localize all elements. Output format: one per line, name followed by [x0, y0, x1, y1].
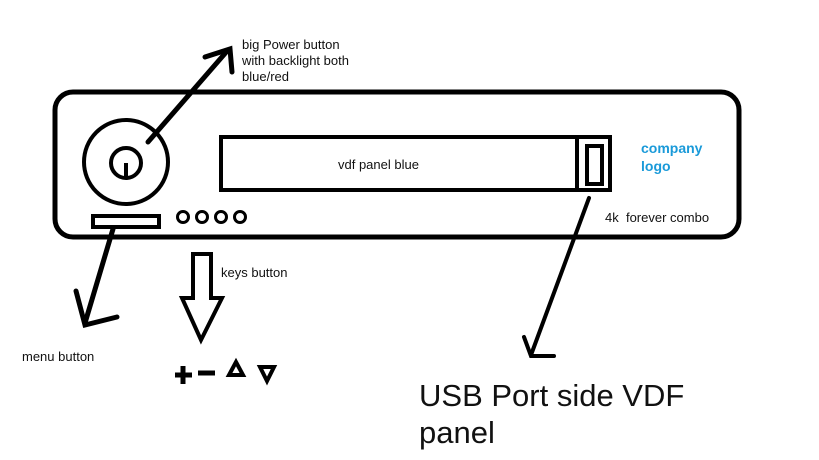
annotation-line: big Power button	[242, 37, 340, 52]
usb-port-annotation: USB Port side VDF panel	[419, 377, 684, 451]
company-logo: company logo	[641, 139, 702, 175]
usb-arrow	[529, 196, 591, 357]
power-button-ring[interactable]	[82, 118, 170, 206]
annotation-line: USB Port side VDF	[419, 378, 685, 413]
annotation-line: with backlight both	[242, 53, 349, 68]
menu-button-annotation: menu button	[22, 349, 95, 364]
annotation-line: panel	[419, 415, 495, 450]
down-triangle-icon	[256, 365, 278, 386]
key-button[interactable]	[233, 210, 247, 224]
keys-arrow	[178, 252, 226, 345]
key-button[interactable]	[195, 210, 209, 224]
keys-button-annotation: keys button	[221, 265, 288, 280]
vfd-panel-label: vdf panel blue	[338, 157, 419, 172]
vfd-panel	[219, 135, 612, 192]
key-button[interactable]	[214, 210, 228, 224]
key-button[interactable]	[176, 210, 190, 224]
plus-icon	[175, 366, 192, 384]
logo-line: logo	[641, 158, 671, 174]
menu-arrow	[82, 226, 116, 326]
menu-button[interactable]	[91, 214, 161, 229]
device-chassis	[52, 89, 742, 240]
annotation-line: blue/red	[242, 69, 289, 84]
usb-port[interactable]	[585, 144, 604, 186]
model-label: 4k forever combo	[605, 210, 710, 225]
up-triangle-icon	[225, 357, 247, 377]
power-arrow	[145, 47, 231, 145]
logo-line: company	[641, 140, 703, 156]
power-button-annotation: big Power button with backlight both blu…	[242, 37, 349, 85]
